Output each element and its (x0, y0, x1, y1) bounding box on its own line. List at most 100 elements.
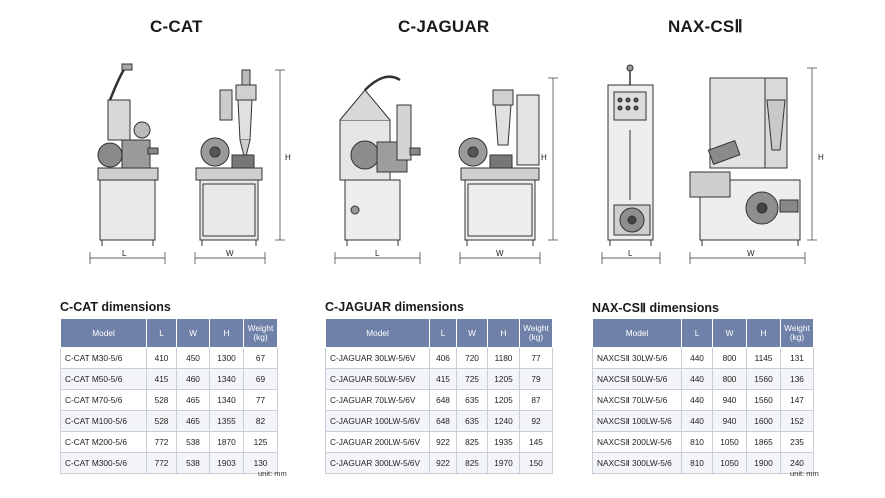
product-title-c-cat: C-CAT (150, 17, 203, 36)
value-cell: 440 (681, 347, 713, 369)
value-cell: 77 (519, 347, 553, 369)
nax-csii-w-label: W (747, 249, 755, 258)
value-cell: 150 (519, 452, 553, 474)
model-cell: C-CAT M300-5/6 (60, 452, 147, 474)
value-cell: 1180 (487, 347, 520, 369)
value-cell: 410 (146, 347, 177, 369)
value-cell: 538 (176, 452, 210, 474)
value-cell: 465 (176, 389, 210, 411)
model-cell: C-JAGUAR 30LW-5/6V (325, 347, 430, 369)
nax-csii-h-label: H (818, 153, 824, 162)
c-jaguar-w-label: W (496, 249, 504, 258)
c-cat-dimensions-title: C-CAT dimensions (60, 300, 171, 314)
column-header: Model (592, 318, 682, 348)
column-header: Weight (kg) (243, 318, 278, 348)
value-cell: 1240 (487, 410, 520, 432)
value-cell: 648 (429, 389, 457, 411)
model-cell: C-JAGUAR 200LW-5/6V (325, 431, 430, 453)
model-cell: NAXCSⅡ 70LW-5/6 (592, 389, 682, 411)
model-cell: NAXCSⅡ 100LW-5/6 (592, 410, 682, 432)
value-cell: 450 (176, 347, 210, 369)
value-cell: 440 (681, 368, 713, 390)
value-cell: 152 (780, 410, 814, 432)
nax-csii-l-label: L (628, 249, 633, 258)
model-cell: C-CAT M50-5/6 (60, 368, 147, 390)
value-cell: 1970 (487, 452, 520, 474)
value-cell: 460 (176, 368, 210, 390)
value-cell: 82 (243, 410, 278, 432)
model-cell: C-JAGUAR 50LW-5/6V (325, 368, 430, 390)
column-header: H (746, 318, 781, 348)
value-cell: 940 (712, 389, 747, 411)
value-cell: 772 (146, 452, 177, 474)
value-cell: 825 (456, 452, 488, 474)
value-cell: 1300 (209, 347, 244, 369)
model-cell: C-JAGUAR 100LW-5/6V (325, 410, 430, 432)
value-cell: 79 (519, 368, 553, 390)
value-cell: 145 (519, 431, 553, 453)
value-cell: 810 (681, 431, 713, 453)
product-title-nax-csii: NAX-CSⅡ (668, 17, 743, 36)
value-cell: 1050 (712, 431, 747, 453)
value-cell: 1600 (746, 410, 781, 432)
value-cell: 1340 (209, 389, 244, 411)
c-cat-l-label: L (122, 249, 127, 258)
column-header: H (487, 318, 520, 348)
c-jaguar-dimensions-title: C-JAGUAR dimensions (325, 300, 464, 314)
value-cell: 1903 (209, 452, 244, 474)
value-cell: 1145 (746, 347, 781, 369)
c-jaguar-l-label: L (375, 249, 380, 258)
value-cell: 1340 (209, 368, 244, 390)
value-cell: 528 (146, 410, 177, 432)
value-cell: 1865 (746, 431, 781, 453)
model-cell: C-CAT M100-5/6 (60, 410, 147, 432)
nax-csii-unit-note: unit: mm (790, 469, 819, 478)
value-cell: 415 (429, 368, 457, 390)
nax-csii-dimensions-title: NAX-CSⅡ dimensions (592, 301, 720, 315)
value-cell: 69 (243, 368, 278, 390)
value-cell: 130 (243, 452, 278, 474)
value-cell: 538 (176, 431, 210, 453)
value-cell: 131 (780, 347, 814, 369)
c-cat-drawing: L W H (70, 60, 300, 265)
column-header: Model (325, 318, 430, 348)
value-cell: 635 (456, 389, 488, 411)
value-cell: 922 (429, 431, 457, 453)
c-jaguar-h-label: H (541, 153, 547, 162)
value-cell: 415 (146, 368, 177, 390)
value-cell: 940 (712, 410, 747, 432)
value-cell: 648 (429, 410, 457, 432)
value-cell: 1870 (209, 431, 244, 453)
c-jaguar-drawing: L W H (325, 60, 565, 265)
value-cell: 92 (519, 410, 553, 432)
column-header: W (712, 318, 747, 348)
value-cell: 1050 (712, 452, 747, 474)
model-cell: NAXCSⅡ 200LW-5/6 (592, 431, 682, 453)
value-cell: 772 (146, 431, 177, 453)
c-cat-h-label: H (285, 153, 291, 162)
value-cell: 1205 (487, 368, 520, 390)
value-cell: 1355 (209, 410, 244, 432)
model-cell: C-CAT M200-5/6 (60, 431, 147, 453)
value-cell: 1560 (746, 368, 781, 390)
value-cell: 77 (243, 389, 278, 411)
column-header: Weight (kg) (780, 318, 814, 348)
value-cell: 725 (456, 368, 488, 390)
